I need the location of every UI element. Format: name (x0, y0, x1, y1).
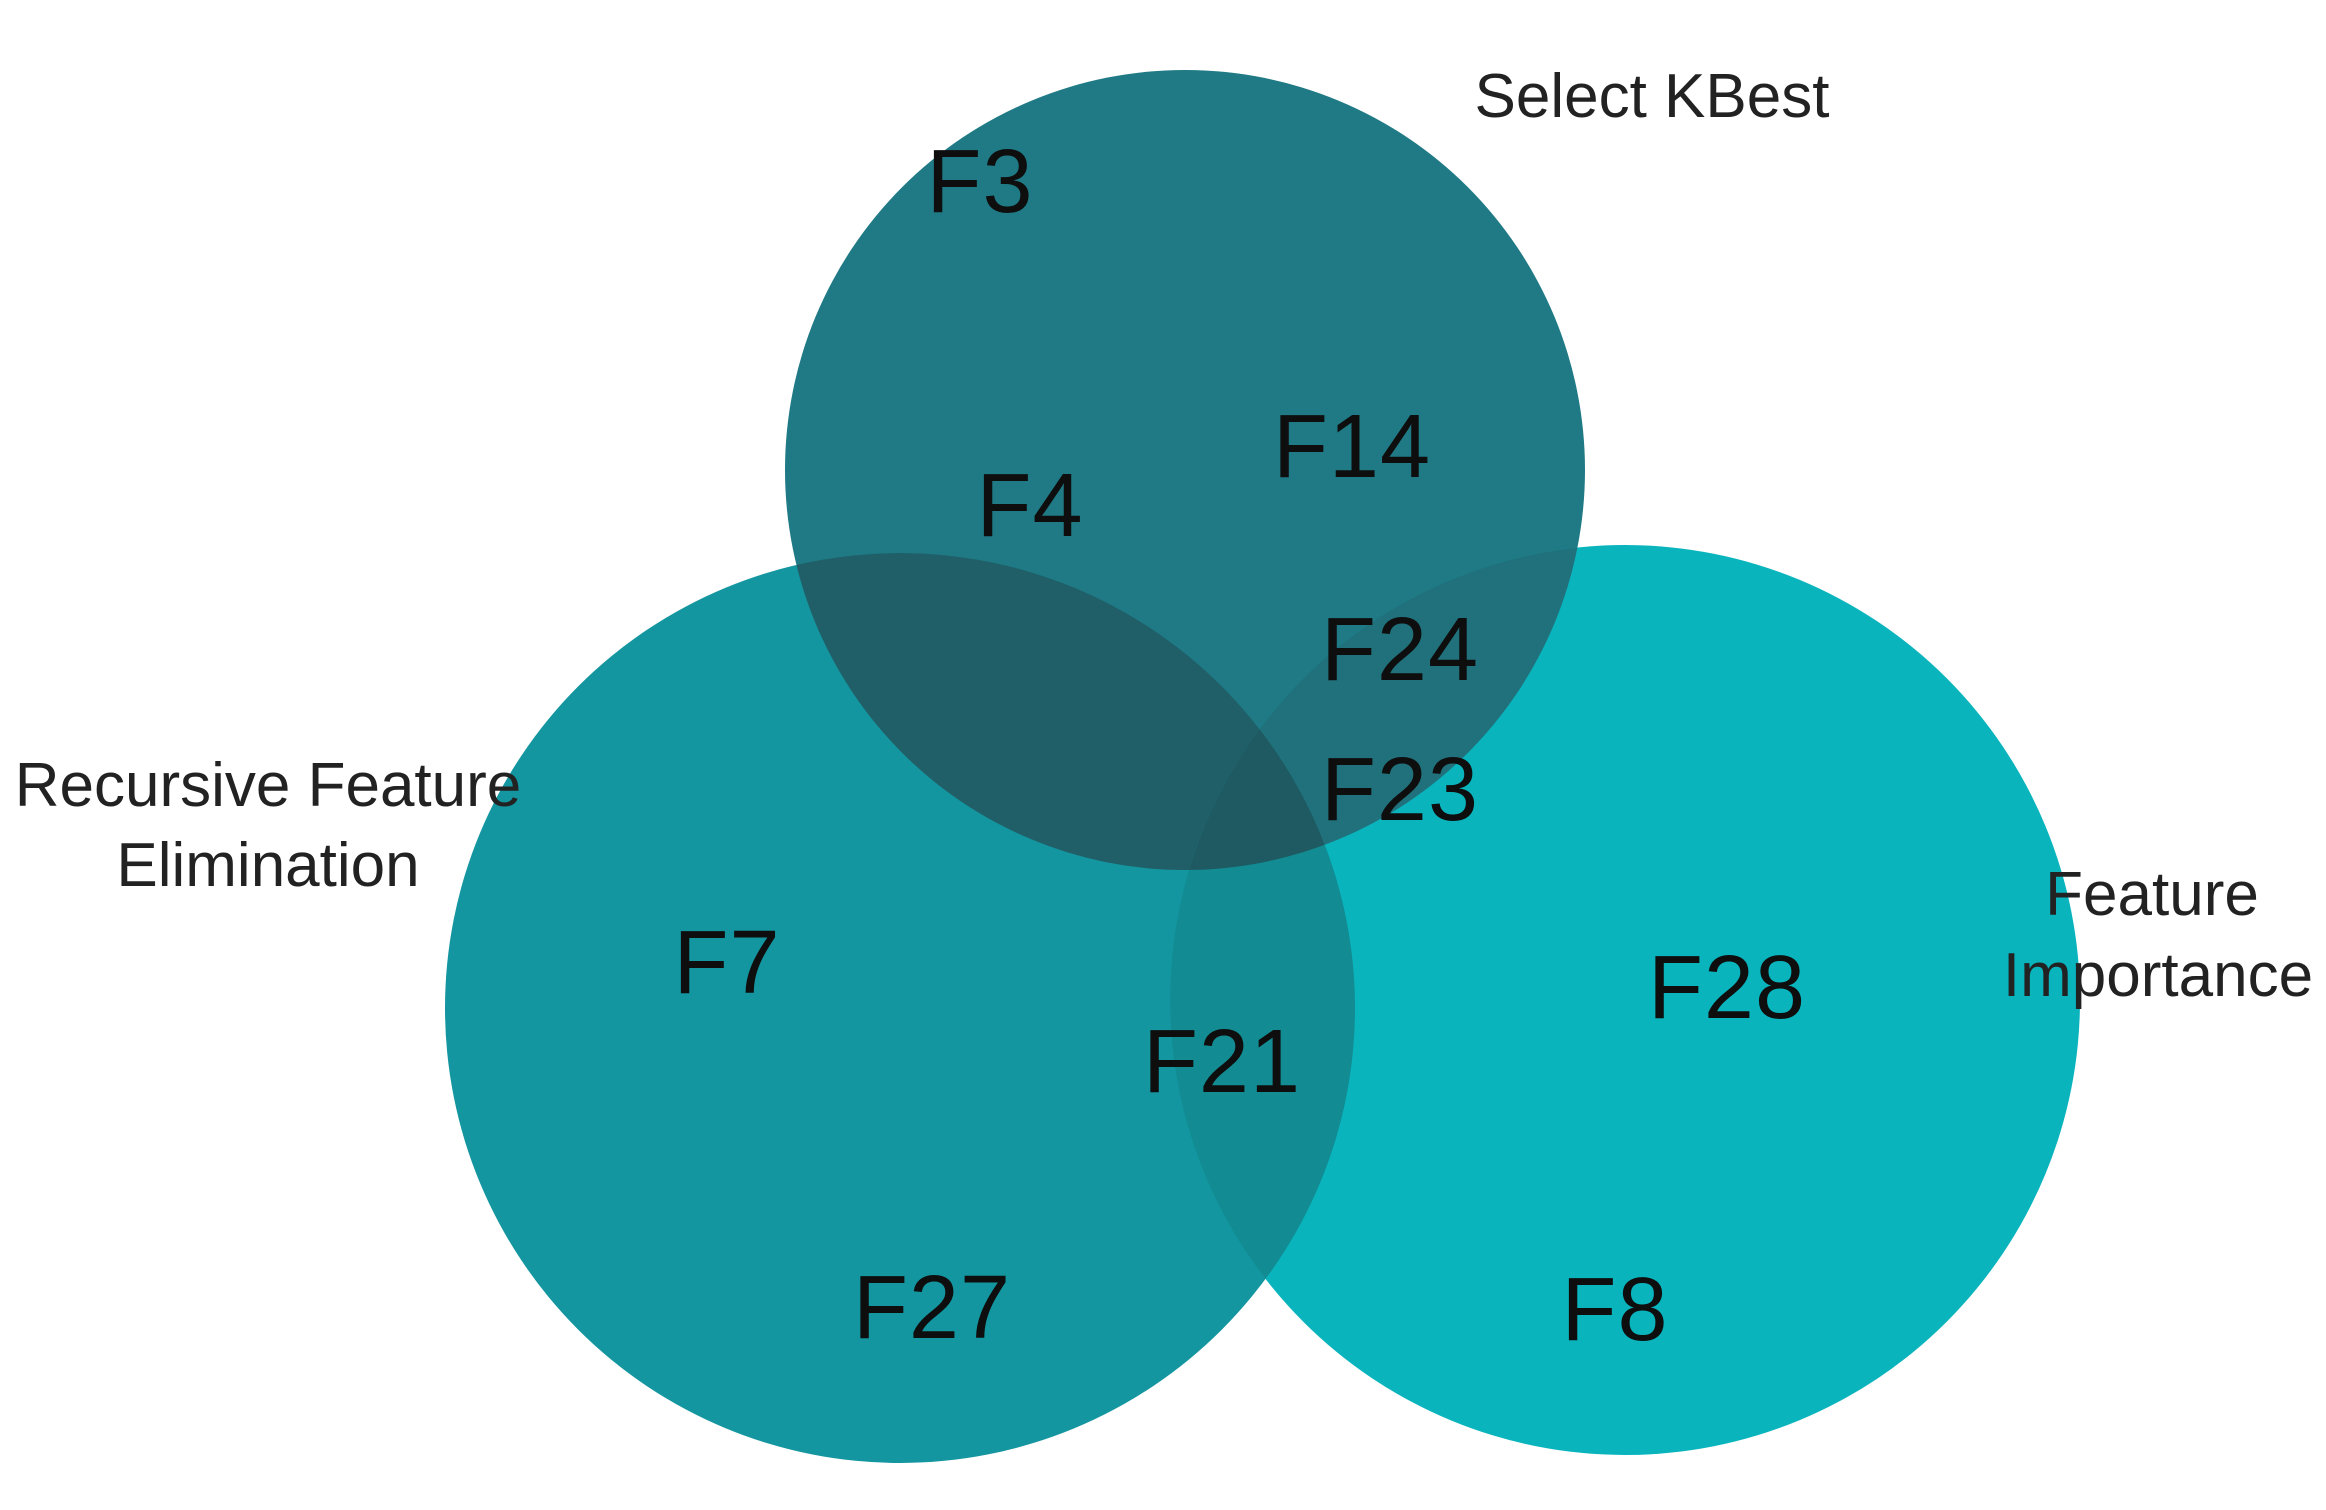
item-label-f24: F24 (1320, 600, 1480, 700)
region-kbest-rfe-overlap (785, 553, 1355, 870)
set-label-rfe-line1: Recursive Feature (14, 751, 522, 820)
item-label-f27: F27 (852, 1258, 1012, 1358)
region-kbest-importance-overlap (1170, 545, 1585, 870)
set-label-rfe-line2: Elimination (116, 831, 420, 900)
item-label-f28: F28 (1647, 938, 1807, 1038)
item-label-f4: F4 (976, 456, 1084, 556)
set-label-importance-line1: Feature (2045, 860, 2259, 929)
item-label-f7: F7 (673, 913, 781, 1013)
set-label-select-kbest: Select KBest (1474, 62, 1830, 131)
item-label-f21: F21 (1142, 1012, 1302, 1112)
set-label-importance-line2: Importance (2002, 941, 2314, 1010)
item-label-f3: F3 (926, 132, 1034, 232)
item-label-f14: F14 (1272, 397, 1432, 497)
item-label-f8: F8 (1561, 1260, 1669, 1360)
item-label-f23: F23 (1320, 740, 1480, 840)
